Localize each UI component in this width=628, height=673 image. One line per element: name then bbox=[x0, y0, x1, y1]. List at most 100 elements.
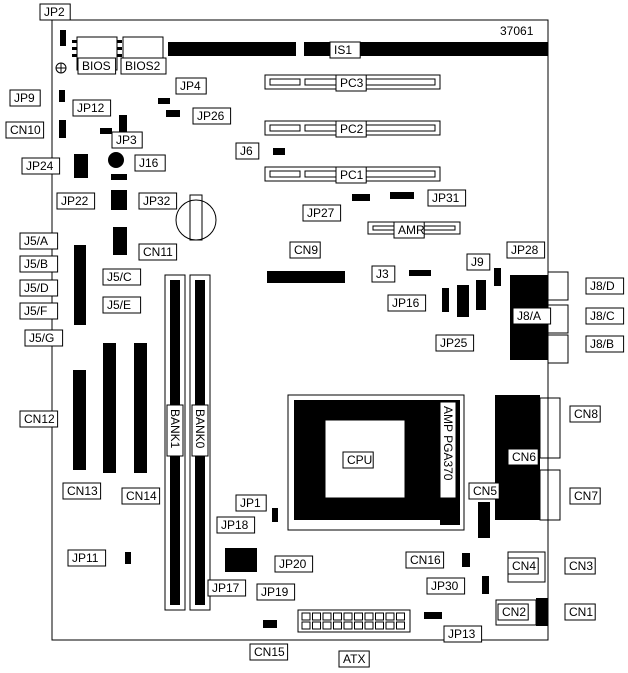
label-text-cn3: CN3 bbox=[569, 559, 593, 573]
label-text-j8a: J8/A bbox=[517, 309, 541, 323]
label-text-cn13: CN13 bbox=[67, 484, 98, 498]
label-jp28: JP28 bbox=[506, 241, 546, 259]
label-text-cn10: CN10 bbox=[10, 123, 41, 137]
label-text-cn9: CN9 bbox=[294, 243, 318, 257]
board-id: 37061 bbox=[500, 24, 534, 38]
battery-icon bbox=[175, 199, 217, 241]
slot-is1-left bbox=[168, 42, 296, 56]
label-text-socket: AMP PGA370 bbox=[441, 406, 455, 481]
label-text-cn11: CN11 bbox=[143, 245, 173, 259]
slot-is1-right bbox=[304, 42, 548, 56]
label-text-jp18: JP18 bbox=[221, 518, 249, 532]
jp3-header bbox=[119, 115, 127, 133]
label-text-cn4: CN4 bbox=[512, 559, 536, 573]
j16-header bbox=[111, 174, 127, 180]
label-cn4: CN4 bbox=[507, 557, 539, 575]
label-text-pc1: PC1 bbox=[340, 168, 364, 182]
label-j8b: J8/B bbox=[585, 335, 625, 353]
label-text-bios2: BIOS2 bbox=[125, 59, 161, 73]
jp30-header bbox=[482, 576, 489, 594]
label-pc1: PC1 bbox=[335, 166, 367, 184]
label-text-jp19: JP19 bbox=[261, 585, 289, 599]
cn9-header bbox=[267, 271, 345, 283]
j3-header bbox=[409, 270, 431, 276]
label-text-cn8: CN8 bbox=[574, 407, 598, 421]
jp28-header bbox=[494, 268, 501, 286]
label-j5a: J5/A bbox=[19, 232, 59, 250]
label-cn16: CN16 bbox=[405, 551, 445, 569]
label-j8a: J8/A bbox=[512, 307, 552, 325]
label-jp22: JP22 bbox=[56, 192, 96, 210]
label-text-jp12: JP12 bbox=[77, 101, 105, 115]
label-text-cn14: CN14 bbox=[126, 489, 157, 503]
j5-header bbox=[74, 245, 86, 325]
label-jp27: JP27 bbox=[302, 204, 342, 222]
label-jp30: JP30 bbox=[426, 577, 466, 595]
label-bank1: BANK1 bbox=[166, 404, 184, 457]
label-cn1: CN1 bbox=[564, 603, 596, 621]
label-text-jp22: JP22 bbox=[61, 194, 89, 208]
label-atx: ATX bbox=[338, 650, 370, 668]
jp1-header bbox=[272, 508, 278, 522]
label-text-jp32: JP32 bbox=[143, 194, 171, 208]
label-cn15: CN15 bbox=[249, 643, 289, 661]
label-pc2: PC2 bbox=[335, 120, 367, 138]
label-text-jp20: JP20 bbox=[279, 557, 307, 571]
label-text-cn1: CN1 bbox=[569, 605, 593, 619]
label-cn7: CN7 bbox=[569, 487, 601, 505]
label-cn8: CN8 bbox=[569, 405, 601, 423]
label-jp13: JP13 bbox=[443, 625, 483, 643]
label-cn9: CN9 bbox=[289, 241, 321, 259]
label-text-jp24: JP24 bbox=[26, 159, 54, 173]
label-socket: AMP PGA370 bbox=[439, 401, 457, 499]
jp27-header bbox=[352, 194, 370, 201]
label-bank0: BANK0 bbox=[191, 404, 209, 457]
atx-connector bbox=[297, 609, 411, 633]
cn12-header bbox=[73, 370, 86, 470]
label-text-jp27: JP27 bbox=[307, 206, 335, 220]
label-text-j8b: J8/B bbox=[590, 337, 614, 351]
label-jp9: JP9 bbox=[9, 89, 41, 107]
label-text-is1: IS1 bbox=[334, 43, 352, 57]
label-jp32: JP32 bbox=[138, 192, 178, 210]
cn5-header bbox=[478, 502, 490, 538]
label-j5b: J5/B bbox=[19, 255, 59, 273]
jp16-header bbox=[442, 288, 449, 312]
label-j9: J9 bbox=[466, 253, 491, 271]
label-text-cn5: CN5 bbox=[473, 484, 497, 498]
label-jp18: JP18 bbox=[216, 516, 256, 534]
label-jp1: JP1 bbox=[235, 494, 267, 512]
label-j5e: J5/E bbox=[102, 296, 142, 314]
bios-chip-pins bbox=[72, 40, 122, 57]
label-text-jp31: JP31 bbox=[432, 191, 460, 205]
label-cn11: CN11 bbox=[138, 243, 178, 261]
label-text-jp2: JP2 bbox=[44, 5, 65, 19]
label-text-jp11: JP11 bbox=[72, 551, 99, 565]
jp11-header bbox=[125, 552, 131, 564]
label-text-bank0: BANK0 bbox=[193, 409, 207, 449]
label-text-jp13: JP13 bbox=[448, 627, 476, 641]
label-text-j8d: J8/D bbox=[590, 279, 615, 293]
label-text-j5a: J5/A bbox=[24, 234, 48, 248]
jp13-header bbox=[424, 612, 442, 619]
label-j16: J16 bbox=[134, 154, 166, 172]
label-cn12: CN12 bbox=[19, 410, 59, 428]
cn14-header bbox=[134, 343, 147, 473]
label-text-jp9: JP9 bbox=[14, 91, 35, 105]
label-text-j5b: J5/B bbox=[24, 257, 48, 271]
label-jp16: JP16 bbox=[387, 294, 427, 312]
jp4-header bbox=[158, 98, 170, 104]
label-cn5: CN5 bbox=[468, 482, 500, 500]
jp26-header bbox=[166, 110, 180, 117]
jp25-header bbox=[457, 285, 469, 317]
label-jp24: JP24 bbox=[21, 157, 61, 175]
label-j8d: J8/D bbox=[585, 277, 625, 295]
label-jp25: JP25 bbox=[435, 334, 475, 352]
port-cn2-cn1 bbox=[495, 598, 548, 626]
label-jp17: JP17 bbox=[207, 579, 247, 597]
jp22-jp32-header bbox=[111, 190, 127, 210]
label-text-amr: AMR bbox=[398, 223, 425, 237]
label-amr: AMR bbox=[393, 221, 425, 239]
label-text-cn15: CN15 bbox=[254, 645, 285, 659]
